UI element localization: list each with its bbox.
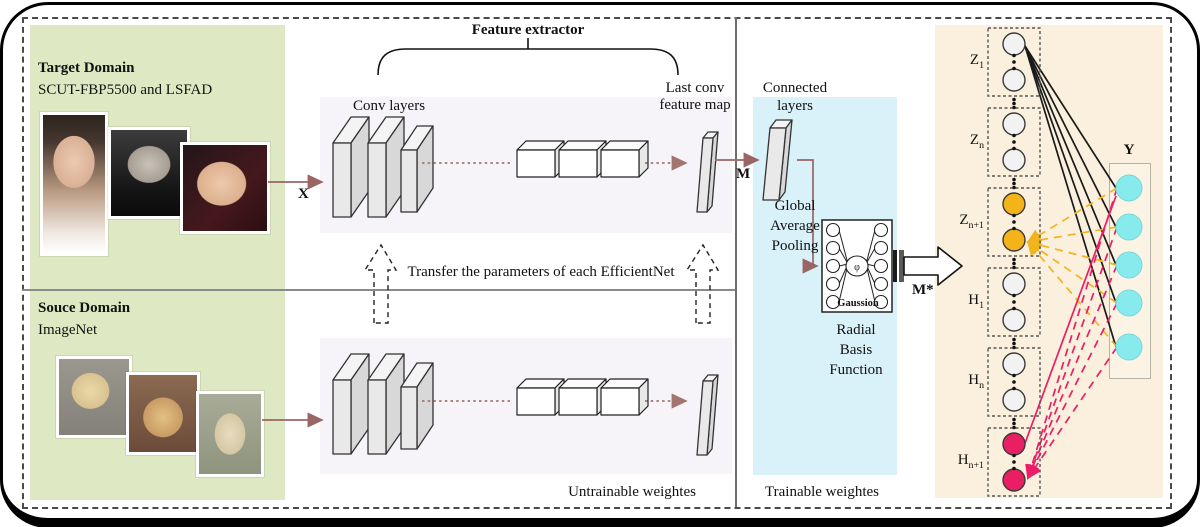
- transfer-arrow-right-icon: [685, 243, 720, 324]
- domain-divider-line: [22, 289, 735, 291]
- figure-dashed-border: [22, 17, 1172, 509]
- node-group-label-Z1: Z1: [969, 52, 984, 71]
- connected-layers-label-1: Connected: [762, 80, 828, 96]
- source-domain-subtitle: ImageNet: [38, 322, 98, 338]
- x-label: X: [298, 186, 309, 202]
- last-conv-feature-map-top: [696, 131, 719, 213]
- rbf-label-2: Basis: [839, 342, 873, 358]
- gaussion-label: Gaussion: [837, 298, 879, 309]
- node-group-label-Hn: Hn: [968, 372, 984, 391]
- trainable-divider-line: [735, 17, 737, 507]
- transfer-note: Transfer the parameters of each Efficien…: [407, 264, 675, 280]
- rbf-label-3: Function: [829, 362, 883, 378]
- feature-extractor-brace: [377, 38, 679, 76]
- transfer-arrow-icons: [363, 243, 720, 324]
- node-group-label-Hn+1: Hn+1: [957, 452, 984, 471]
- m-star-arrow-icon: [893, 246, 963, 286]
- radial-basis-function-box: φ: [821, 219, 893, 313]
- rbf-label-1: Radial: [836, 322, 876, 338]
- face-photo-1: [40, 112, 108, 256]
- transfer-arrow-left-icon: [363, 243, 398, 324]
- y-label: Y: [1123, 142, 1135, 158]
- last-conv-label-2: feature map: [659, 97, 731, 113]
- gap-label-1: Global: [774, 198, 816, 214]
- conv-layers-label: Conv layers: [352, 98, 426, 114]
- feature-extractor-title: Feature extractor: [471, 22, 585, 38]
- node-group-label-Zn: Zn: [969, 132, 984, 151]
- network-links: [1023, 45, 1118, 480]
- m-label: M: [736, 166, 751, 182]
- target-domain-title: Target Domain: [38, 60, 135, 76]
- conv-slabs-top: [332, 116, 434, 218]
- trainable-weights-label: Trainable weightes: [764, 484, 880, 500]
- target-domain-subtitle: SCUT-FBP5500 and LSFAD: [38, 82, 213, 98]
- face-photo-3: [180, 142, 270, 234]
- gap-to-rbf-arrow: [797, 159, 819, 274]
- connected-layers-label-2: layers: [777, 98, 813, 114]
- flow-arrows: [262, 152, 819, 428]
- network-nodes: [987, 27, 1143, 497]
- conv-slabs-bottom: [332, 353, 434, 455]
- last-conv-label-1: Last conv: [665, 80, 725, 96]
- gap-label-3: Pooling: [771, 238, 819, 254]
- conv-blocks-top: [516, 140, 649, 178]
- last-conv-feature-map-bottom: [696, 374, 719, 456]
- global-average-pooling-slab: [762, 119, 793, 201]
- source-domain-title: Souce Domain: [38, 300, 131, 316]
- node-group-label-H1: H1: [968, 292, 984, 311]
- untrainable-weights-label: Untrainable weightes: [568, 484, 696, 500]
- phi-icon: φ: [854, 262, 860, 273]
- conv-blocks-bottom: [516, 378, 649, 416]
- gap-label-2: Average: [770, 218, 820, 234]
- node-group-label-Zn+1: Zn+1: [959, 212, 984, 231]
- dog-photo-3: [196, 391, 264, 477]
- dotted-connectors: [422, 155, 688, 409]
- m-star-label: M*: [912, 282, 934, 298]
